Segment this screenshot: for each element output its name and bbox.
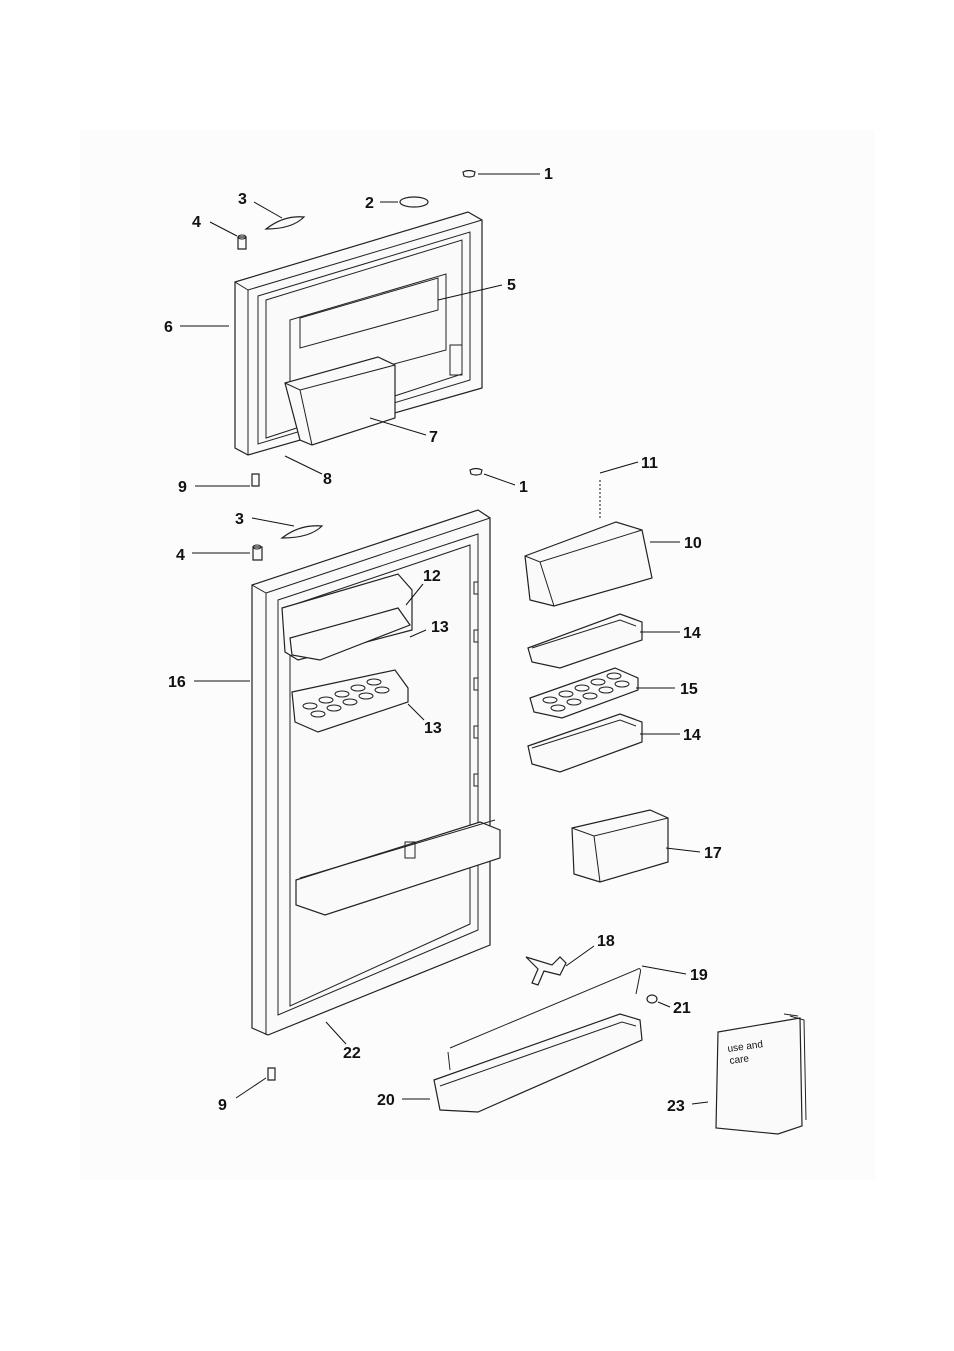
callout-5: 5 [507,277,516,294]
door-shelf-lower [527,713,643,773]
callout-21: 21 [673,1000,691,1017]
callout-3-top: 3 [238,191,247,208]
callout-16: 16 [168,674,186,691]
callout-18: 18 [597,933,615,950]
callout-10: 10 [684,535,702,552]
fresh-food-door-shelves [281,573,501,916]
dairy-bin [524,521,653,607]
callout-4-top: 4 [192,214,201,231]
callout-4-middle: 4 [176,547,185,564]
manual-text-line1: use and [727,1039,764,1055]
callout-14-lower: 14 [683,727,701,744]
manual-text-line2: care [729,1053,750,1067]
callout-17: 17 [704,845,722,862]
callout-6: 6 [164,319,173,336]
callout-8: 8 [323,471,332,488]
shelf-rail [447,968,641,1071]
callout-13-lower: 13 [424,720,442,737]
leader-lines [180,173,709,1105]
callout-19: 19 [690,967,708,984]
door-shelf-upper [527,613,643,669]
callout-15: 15 [680,681,698,698]
freezer-small-parts [237,169,476,487]
callout-20: 20 [377,1092,395,1109]
callout-3-middle: 3 [235,511,244,528]
bin-clip [525,956,567,986]
callout-22: 22 [343,1045,361,1062]
callout-23: 23 [667,1098,685,1115]
bottom-door-shelf [433,1013,643,1113]
callout-12: 12 [423,568,441,585]
freezer-door-bin [284,356,396,446]
callout-2: 2 [365,195,374,212]
callout-9-bottom: 9 [218,1097,227,1114]
callout-1-top: 1 [544,166,553,183]
egg-tray-right [529,667,639,719]
small-cap [646,994,658,1004]
callout-9-top: 9 [178,479,187,496]
callout-13-upper: 13 [431,619,449,636]
small-bin [571,809,669,883]
callout-7: 7 [429,429,438,446]
callout-1-middle: 1 [519,479,528,496]
callout-11: 11 [641,455,658,472]
fresh-food-small-parts [252,467,483,1081]
callout-labels: 1 2 3 4 5 6 7 8 9 1 11 3 10 4 12 13 14 1… [164,166,722,1115]
use-and-care-manual: use and care [715,1013,807,1135]
callout-14-upper: 14 [683,625,701,642]
